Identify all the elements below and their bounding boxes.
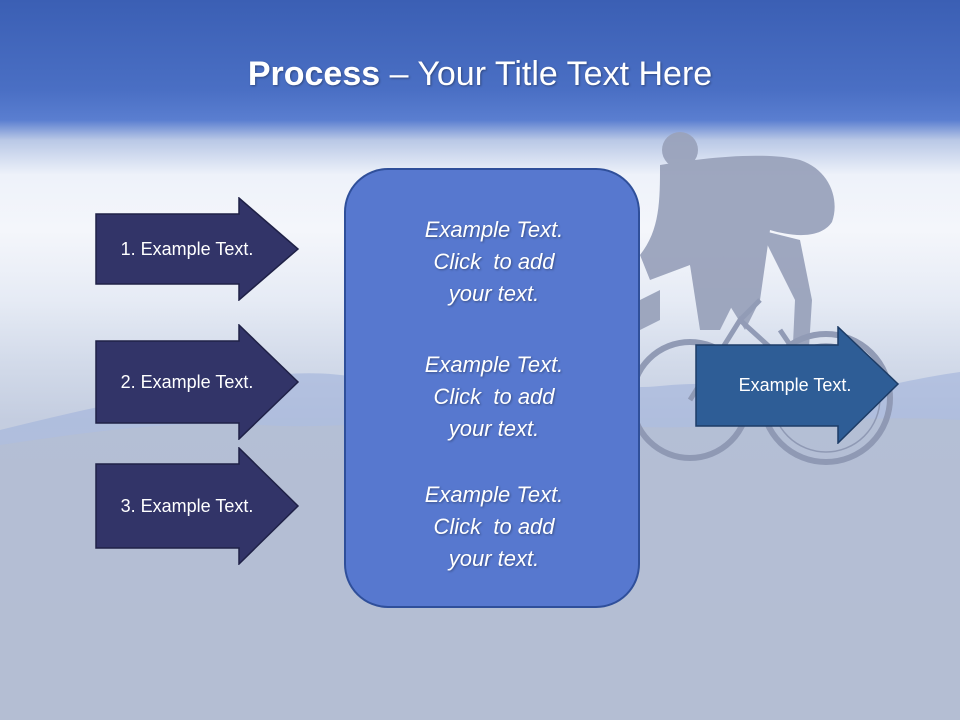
output-arrow: Example Text. <box>695 326 900 444</box>
paragraph-line: Example Text. <box>424 352 564 377</box>
slide-title: Process – Your Title Text Here <box>0 52 960 96</box>
paragraph-line: your text. <box>448 281 540 306</box>
paragraph-line: Click to add <box>433 384 555 409</box>
input-arrow-2: 2. Example Text. <box>95 324 300 440</box>
paragraph-line: Click to add <box>433 514 555 539</box>
arrow-right-shape <box>95 447 300 565</box>
title-bold: Process <box>247 55 381 93</box>
paragraph-line: Example Text. <box>424 217 564 242</box>
input-arrow-3: 3. Example Text. <box>95 447 300 565</box>
paragraph-line: Click to add <box>433 249 555 274</box>
arrow-right-shape <box>95 197 300 301</box>
arrow-right-shape <box>695 326 900 444</box>
center-paragraph-2: Example Text. Click to add your text. <box>346 349 642 445</box>
input-label-1: 1. Example Text. <box>120 238 254 259</box>
output-label: Example Text. <box>738 374 852 395</box>
center-paragraph-3: Example Text. Click to add your text. <box>346 479 642 575</box>
paragraph-line: your text. <box>448 546 540 571</box>
arrow-right-shape <box>95 324 300 440</box>
input-arrow-1: 1. Example Text. <box>95 197 300 301</box>
title-rest: – Your Title Text Here <box>380 55 713 93</box>
paragraph-line: your text. <box>448 416 540 441</box>
paragraph-line: Example Text. <box>424 482 564 507</box>
center-process-box: Example Text. Click to add your text. Ex… <box>344 168 640 608</box>
input-label-3: 3. Example Text. <box>120 495 254 516</box>
input-label-2: 2. Example Text. <box>120 371 254 392</box>
center-paragraph-1: Example Text. Click to add your text. <box>346 214 642 310</box>
